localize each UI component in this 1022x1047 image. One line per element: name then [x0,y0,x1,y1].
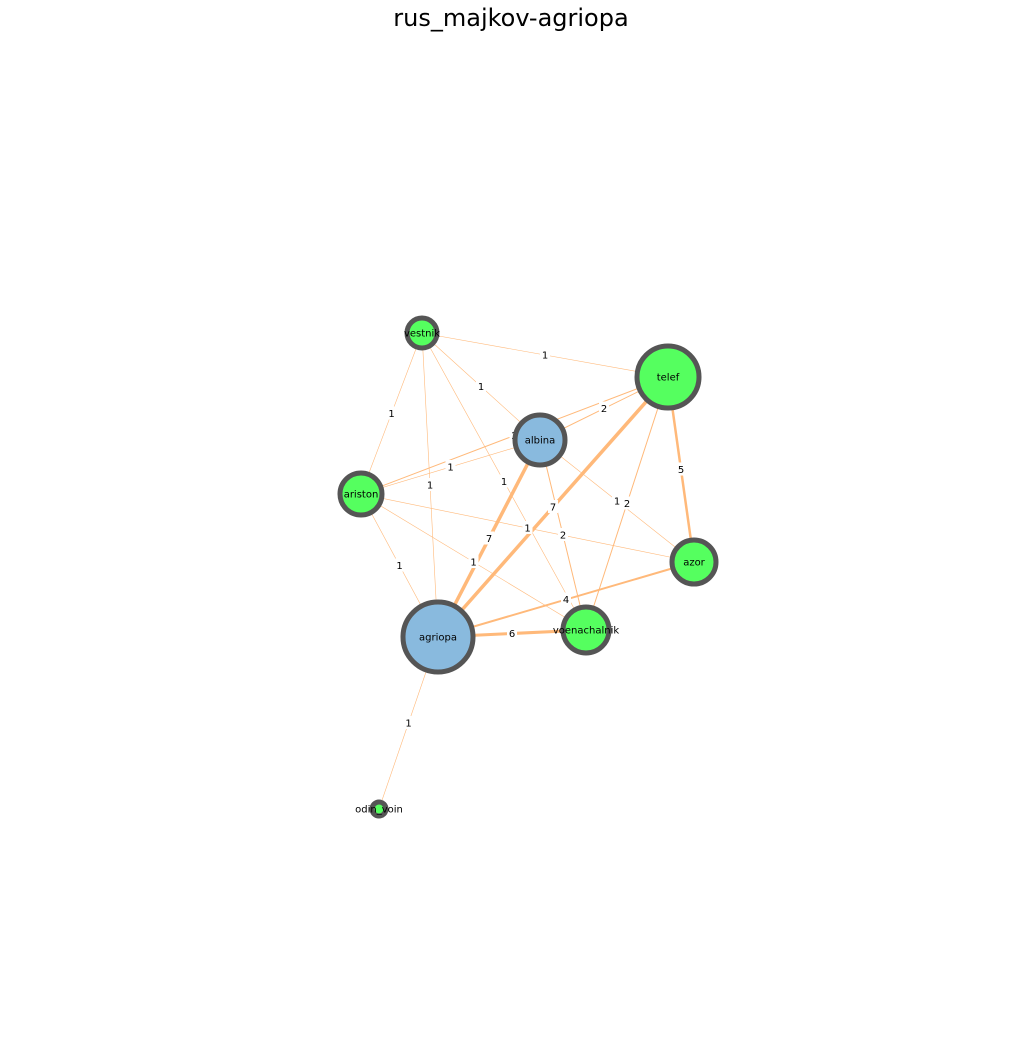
edge-weight-label: 2 [624,499,630,510]
node-label-telef: telef [657,373,680,384]
edge-label-bg [476,379,486,393]
node-label-azor: azor [683,558,705,569]
edge-label-bg [484,531,494,545]
edge-weight-label: 1 [396,561,402,572]
edge-label-bg [468,555,479,568]
edge-label-bg [561,592,571,606]
edge-weight-label: 4 [563,595,569,606]
node-telef [634,343,702,411]
node-label-odin_voin: odin_voin [355,805,403,816]
edge-weight-label: 1 [501,477,507,488]
edge-weight-label: 6 [509,629,515,640]
edge-label-bg [622,496,632,510]
edge-weight-label: 1 [447,463,453,474]
graph-title: rus_majkov-agriopa [393,4,628,32]
edge-label-bg [676,462,686,476]
node-label-vestnik: vestnik [404,329,440,340]
edge-weight-label: 7 [486,534,492,545]
edge-label-bg [599,401,609,415]
node-ariston [337,470,385,518]
edge-label-bg [540,348,550,361]
edge-weight-label: 1 [427,481,433,492]
edge-weight-label: 1 [478,382,484,393]
edges-layer [360,332,696,810]
edge-label-bg [558,528,568,541]
edge-label-bg [386,406,397,420]
edge-weight-label: 1 [524,524,530,535]
edge-label-bg [522,521,533,534]
node-odin_voin [369,799,389,819]
edge-weight-label: 1 [388,409,394,420]
edge-weight-label: 1 [405,719,411,730]
edge-label-bg [394,558,405,572]
node-agriopa [400,599,476,675]
edge-label-bg [403,716,414,729]
node-label-ariston: ariston [344,490,379,501]
nodes-layer: vestnik telef albina ariston azor agriopa voen… [337,315,719,819]
node-label-albina: albina [525,436,556,447]
edge-weight-label: 1 [470,558,476,569]
edge-weight-label: 1 [614,497,620,508]
edge-weight-label: 7 [550,503,556,514]
node-albina [512,412,568,468]
node-label-agriopa: agriopa [419,633,457,644]
node-voenachalnik [560,604,612,656]
edge-label-bg [445,460,456,473]
edge-label-bg [548,500,558,513]
edge-weight-label: 5 [678,465,684,476]
node-azor [669,537,719,587]
edge-label-bg [612,494,622,507]
edge-weight-label: 2 [601,404,607,415]
edge-weight-label: 1 [542,351,548,362]
edge-label-bg [499,474,509,488]
node-label-voenachalnik: voenachalnik [553,626,620,637]
node-vestnik [404,315,440,351]
edge-weight-label: 2 [560,531,566,542]
edge-label-bg [425,478,435,491]
edge-label-bg [507,626,517,640]
